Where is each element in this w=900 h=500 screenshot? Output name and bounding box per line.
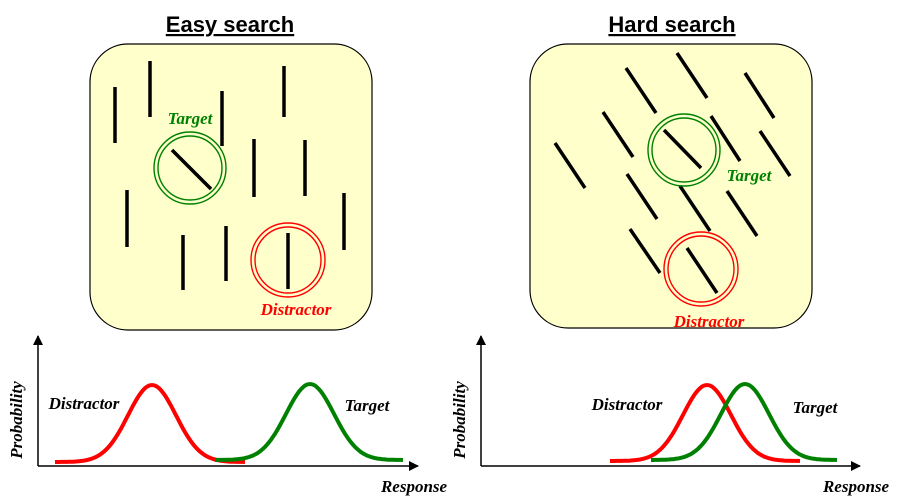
tilted-bar <box>553 142 587 189</box>
easy-graph-distractor-label: Distractor <box>48 394 120 413</box>
tilted-bar <box>709 115 742 162</box>
tilted-bar <box>743 72 776 119</box>
hard-x-axis-label: Response <box>822 477 890 496</box>
hard-target-bar <box>662 128 703 170</box>
easy-target-circle <box>153 131 227 205</box>
easy-distractor-circle <box>250 222 326 298</box>
tilted-bar <box>601 111 635 158</box>
easy-search-display <box>89 43 373 331</box>
hard-search-graph: Probability Response Distractor Target <box>450 335 890 496</box>
hard-target-label: Target <box>727 166 773 185</box>
easy-distractor-bars <box>113 61 346 290</box>
hard-graph-distractor-label: Distractor <box>591 395 663 414</box>
easy-distractor-curve <box>55 383 246 464</box>
hard-search-title: Hard search <box>608 12 735 37</box>
hard-distractor-label: Distractor <box>673 312 745 331</box>
tilted-bar <box>758 130 792 177</box>
easy-x-axis-label: Response <box>380 477 448 496</box>
hard-distractor-curve <box>610 383 801 463</box>
easy-graph-target-label: Target <box>345 396 391 415</box>
easy-y-axis-label: Probability <box>7 381 26 460</box>
tilted-bar <box>628 228 662 274</box>
tilted-bar <box>624 67 658 114</box>
easy-target-label: Target <box>168 109 214 128</box>
easy-search-panel: Easy search Target Distractor <box>89 12 373 331</box>
easy-search-title: Easy search <box>166 12 294 37</box>
hard-search-panel: Hard search Target Distractor <box>529 12 813 331</box>
hard-distractor-circle <box>663 231 739 307</box>
hard-target-circle <box>647 113 721 187</box>
hard-target-curve <box>651 381 838 462</box>
easy-target-bar <box>170 148 213 191</box>
hard-graph-target-label: Target <box>793 398 839 417</box>
distractor-bar <box>685 247 719 294</box>
tilted-bar <box>678 185 712 232</box>
tilted-bar <box>675 52 709 99</box>
easy-distractor-label: Distractor <box>260 300 332 319</box>
tilted-bar <box>625 173 659 220</box>
easy-target-curve <box>215 382 404 462</box>
hard-y-axis-label: Probability <box>450 381 469 460</box>
easy-search-graph: Probability Response Distractor Target <box>7 335 448 496</box>
hard-search-display <box>529 43 813 329</box>
hard-distractor-bars <box>553 52 792 294</box>
tilted-bar <box>725 190 759 237</box>
